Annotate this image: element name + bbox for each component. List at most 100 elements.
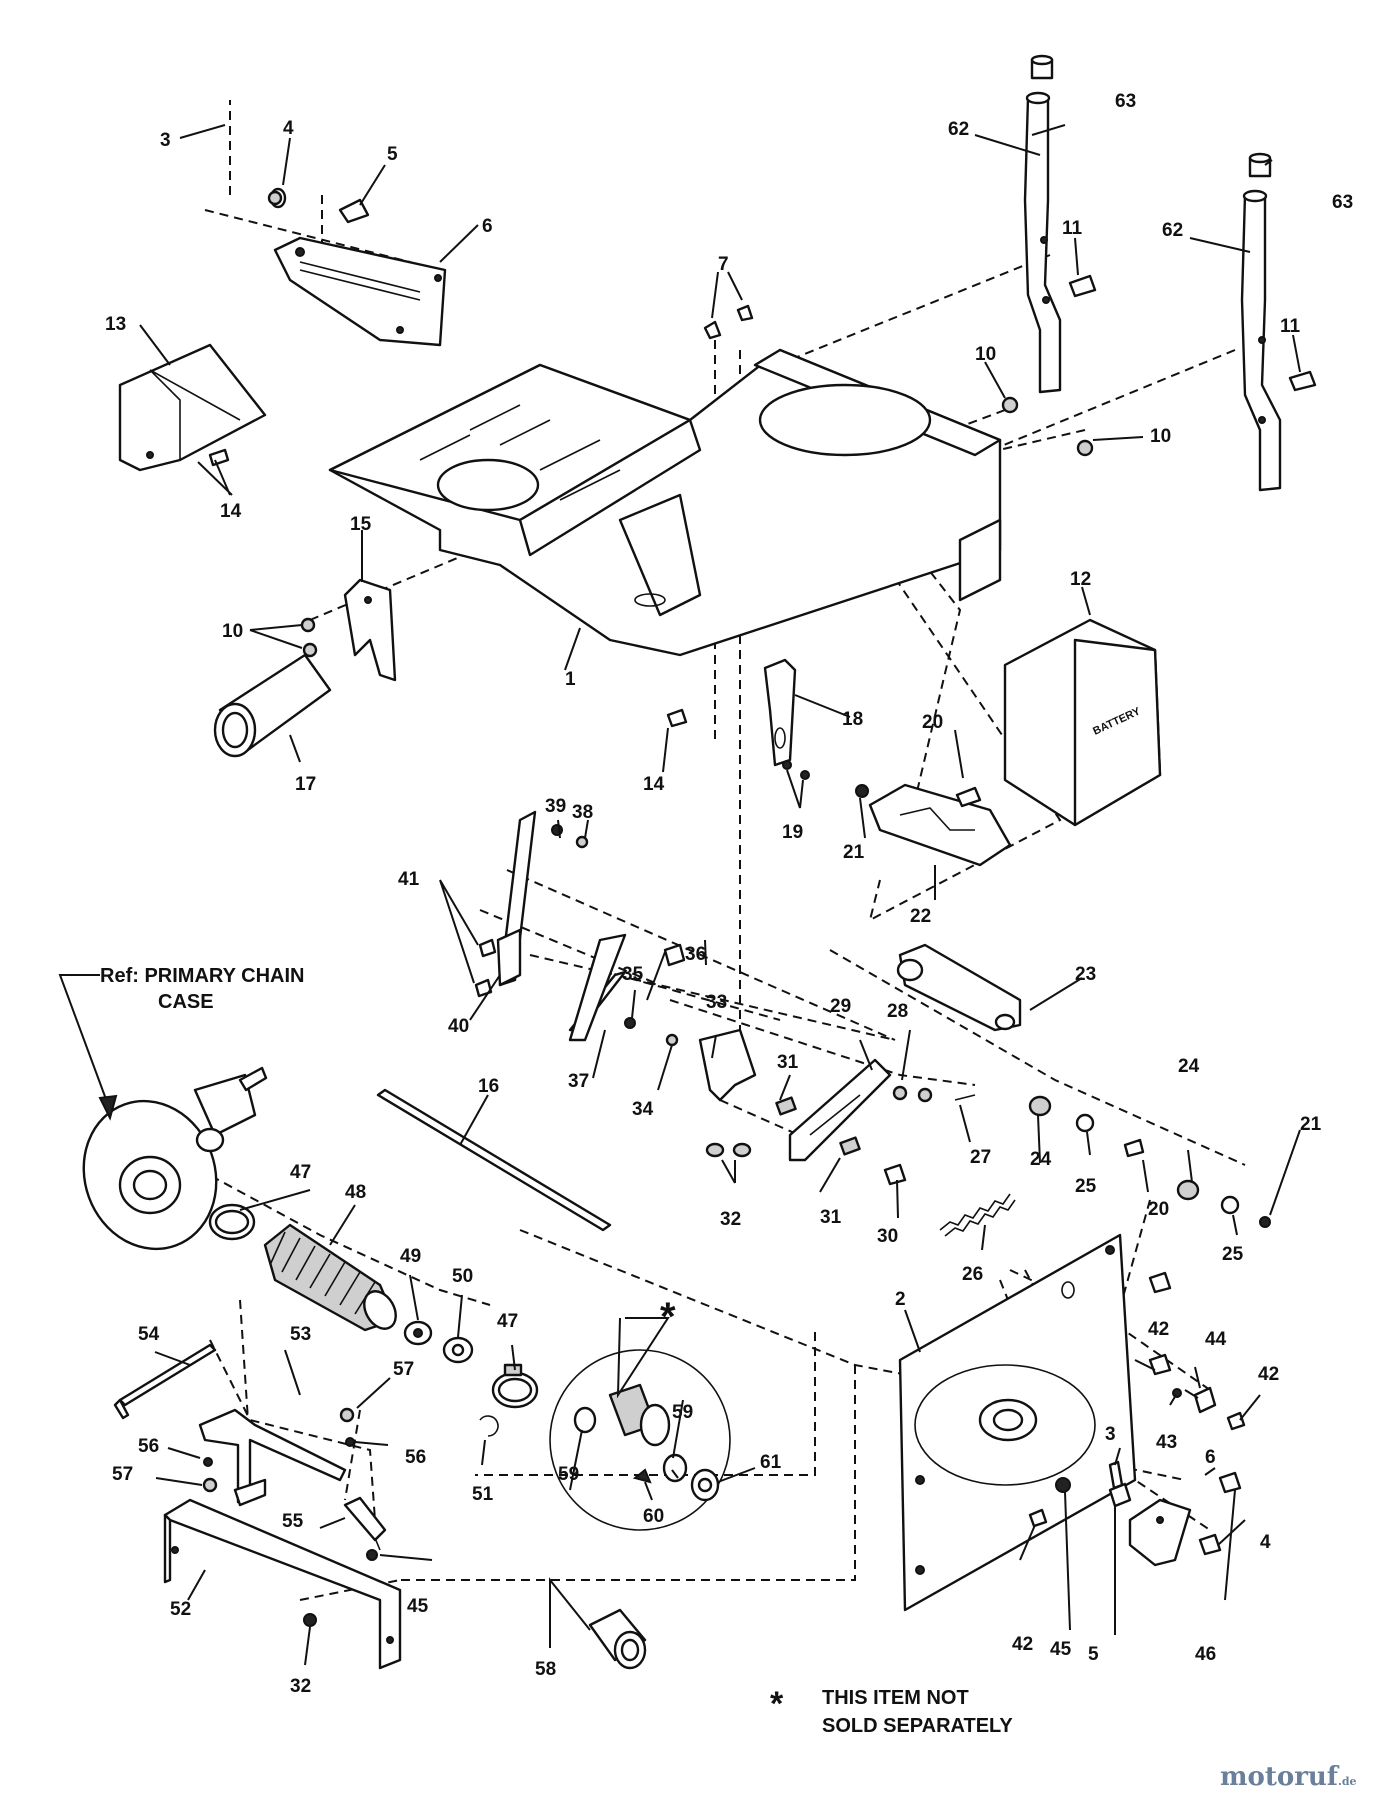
label-part-31-top: 31 [777, 1052, 799, 1073]
label-part-6: 6 [482, 216, 493, 237]
label-part-59-left: 59 [558, 1464, 579, 1485]
label-part-27: 27 [970, 1147, 991, 1168]
bracket-part-15 [343, 578, 397, 682]
label-part-22: 22 [910, 906, 931, 927]
clamp-part-47-left [208, 1203, 256, 1241]
washer-part-49 [403, 1320, 433, 1346]
label-part-37: 37 [568, 1071, 589, 1092]
battery-cover-part: BATTERY [1003, 618, 1162, 827]
label-part-26: 26 [962, 1264, 983, 1285]
bearing-part-58 [588, 1608, 647, 1670]
label-part-50: 50 [452, 1266, 473, 1287]
label-part-14-left: 14 [220, 501, 242, 522]
handle-cap-right [1248, 152, 1272, 178]
label-part-21-right: 21 [1300, 1114, 1322, 1135]
label-part-36: 36 [685, 944, 706, 965]
ref-note-line1: Ref: PRIMARY CHAIN [100, 965, 304, 987]
label-part-33: 33 [706, 992, 727, 1013]
handle-tube-left [1023, 91, 1062, 394]
label-part-52: 52 [170, 1599, 191, 1620]
label-part-3: 3 [160, 130, 171, 151]
bracket-part-upper [273, 236, 447, 347]
label-part-10-right: 10 [1150, 426, 1171, 447]
label-part-45-bottom: 45 [1050, 1639, 1072, 1660]
label-part-28: 28 [887, 1001, 908, 1022]
chain-case-part [82, 1066, 268, 1251]
leader-lines [139, 124, 1301, 1666]
label-part-21-left: 21 [843, 842, 865, 863]
footnote-line2: SOLD SEPARATELY [822, 1715, 1013, 1737]
ref-note-line2: CASE [158, 991, 214, 1013]
rod-part [376, 1088, 612, 1232]
label-part-51: 51 [472, 1484, 494, 1505]
lever-bracket-part [896, 943, 1022, 1032]
label-part-25-right: 25 [1222, 1244, 1244, 1265]
handle-cap-left [1030, 54, 1054, 80]
label-part-45-left: 45 [407, 1596, 429, 1617]
lever-part-37 [568, 933, 627, 1042]
label-part-42-right: 42 [1258, 1364, 1279, 1385]
label-part-29: 29 [830, 996, 851, 1017]
clip-part-31-upper [775, 1096, 797, 1116]
label-part-31-bottom: 31 [820, 1207, 842, 1228]
bracket-part-lower [1128, 1498, 1192, 1567]
label-part-12: 12 [1070, 569, 1091, 590]
label-part-49: 49 [400, 1246, 421, 1267]
label-part-6-right: 6 [1205, 1447, 1216, 1468]
boot-part [263, 1223, 397, 1332]
bracket-part-18 [763, 658, 797, 767]
clip-part-31-lower [839, 1136, 861, 1156]
label-part-61: 61 [760, 1452, 782, 1473]
label-part-58: 58 [535, 1659, 556, 1680]
label-part-39: 39 [545, 796, 566, 817]
washer-part-50 [442, 1336, 474, 1364]
label-part-57-right: 57 [393, 1359, 414, 1380]
pin-part-55 [343, 1496, 387, 1551]
channel-part-52 [163, 1498, 402, 1670]
label-part-32-bottom: 32 [290, 1676, 311, 1697]
part-number-labels: 1 2 3 3 4 4 5 5 6 6 7 10 10 10 11 11 12 … [105, 91, 1353, 1697]
asterisk-mark: * [660, 1295, 676, 1339]
label-part-15: 15 [350, 514, 372, 535]
label-part-11-left: 11 [1062, 218, 1083, 239]
label-part-40: 40 [448, 1016, 469, 1037]
label-part-57-left: 57 [112, 1464, 133, 1485]
watermark-name: motoruf [1220, 1762, 1338, 1792]
label-part-10-left: 10 [222, 621, 243, 642]
main-frame-part [328, 348, 1002, 657]
label-part-4: 4 [283, 118, 294, 139]
label-part-46: 46 [1195, 1644, 1216, 1665]
label-part-34: 34 [632, 1099, 654, 1120]
label-part-42-bottom: 42 [1012, 1634, 1033, 1655]
label-part-62-left: 62 [948, 119, 969, 140]
lever-assembly-part-53 [198, 1408, 347, 1507]
label-part-55: 55 [282, 1511, 304, 1532]
label-part-63-right: 63 [1332, 192, 1353, 213]
label-part-44: 44 [1205, 1329, 1227, 1350]
label-part-7: 7 [718, 254, 729, 275]
handle-tube-right [1240, 189, 1282, 492]
label-part-42-top: 42 [1148, 1319, 1169, 1340]
lever-part-40 [496, 810, 537, 987]
label-part-1: 1 [565, 669, 576, 690]
label-part-56-right: 56 [405, 1447, 426, 1468]
side-plate-part [898, 1233, 1137, 1612]
footnote-line1: THIS ITEM NOT [822, 1687, 969, 1709]
label-part-48: 48 [345, 1182, 366, 1203]
label-part-17: 17 [295, 774, 316, 795]
clamp-part-47-right [491, 1363, 539, 1409]
label-part-38: 38 [572, 802, 593, 823]
label-part-25-left: 25 [1075, 1176, 1097, 1197]
label-part-63-left: 63 [1115, 91, 1136, 112]
label-part-18: 18 [842, 709, 863, 730]
footnote-star: * [770, 1685, 784, 1723]
label-part-56-left: 56 [138, 1436, 159, 1457]
label-part-5: 5 [387, 144, 398, 165]
label-part-5-right: 5 [1088, 1644, 1099, 1665]
label-part-23: 23 [1075, 964, 1096, 985]
watermark: motoruf.de [1220, 1762, 1357, 1792]
label-part-47-left: 47 [290, 1162, 311, 1183]
label-part-4-right: 4 [1260, 1532, 1271, 1553]
